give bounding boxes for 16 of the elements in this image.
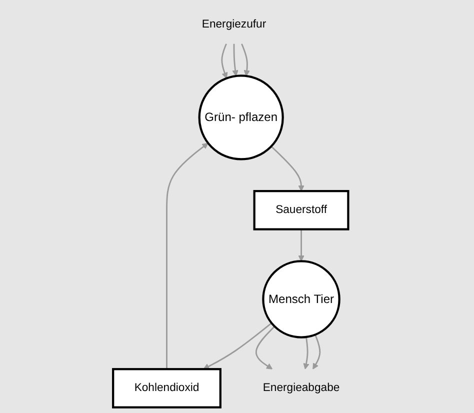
arrow [298,229,304,262]
node-text: Energiezufur [202,18,266,30]
node-box [253,190,350,230]
arrow [270,146,304,192]
arrow [232,44,238,76]
arrow [312,334,321,370]
arrow [241,44,250,76]
node-text: Energieabgabe [262,382,340,394]
arrow [221,44,228,79]
arrow [255,326,276,370]
node-circle [198,74,284,160]
arrow [166,142,208,370]
node-circle [262,260,340,338]
node-box [112,368,222,408]
arrow [203,322,272,370]
arrow [303,336,310,370]
